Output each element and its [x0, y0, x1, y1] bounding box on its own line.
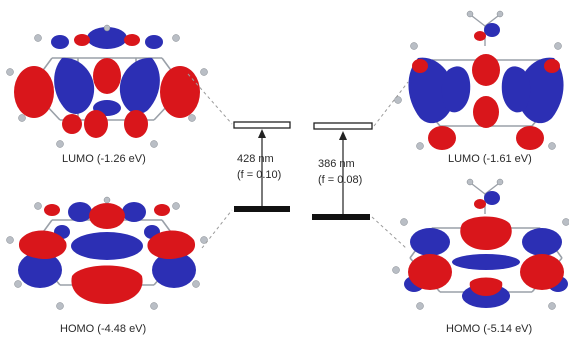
- left-lumo-level: [233, 121, 291, 129]
- right-lumo-level: [313, 122, 373, 130]
- left-homo-orbital-image: [6, 196, 208, 310]
- right-homo-label: HOMO (-5.14 eV): [446, 323, 533, 335]
- right-oscillator-label: (f = 0.08): [318, 174, 363, 186]
- left-oscillator-label: (f = 0.10): [237, 169, 282, 181]
- right-transition-arrow: [339, 131, 347, 214]
- right-homo-orbital-image: [392, 178, 569, 310]
- level-connectors: [187, 73, 409, 249]
- left-wavelength-label: 428 nm: [237, 153, 274, 165]
- right-lumo-label: LUMO (-1.61 eV): [448, 153, 532, 165]
- right-lumo-orbital-image: [394, 10, 564, 150]
- right-wavelength-label: 386 nm: [318, 158, 355, 170]
- left-homo-level: [234, 206, 290, 212]
- left-transition-arrow: [258, 129, 266, 206]
- left-lumo-orbital-image: [6, 24, 208, 148]
- right-homo-level: [312, 214, 370, 220]
- left-lumo-label: LUMO (-1.26 eV): [62, 153, 146, 165]
- left-homo-label: HOMO (-4.48 eV): [60, 323, 147, 335]
